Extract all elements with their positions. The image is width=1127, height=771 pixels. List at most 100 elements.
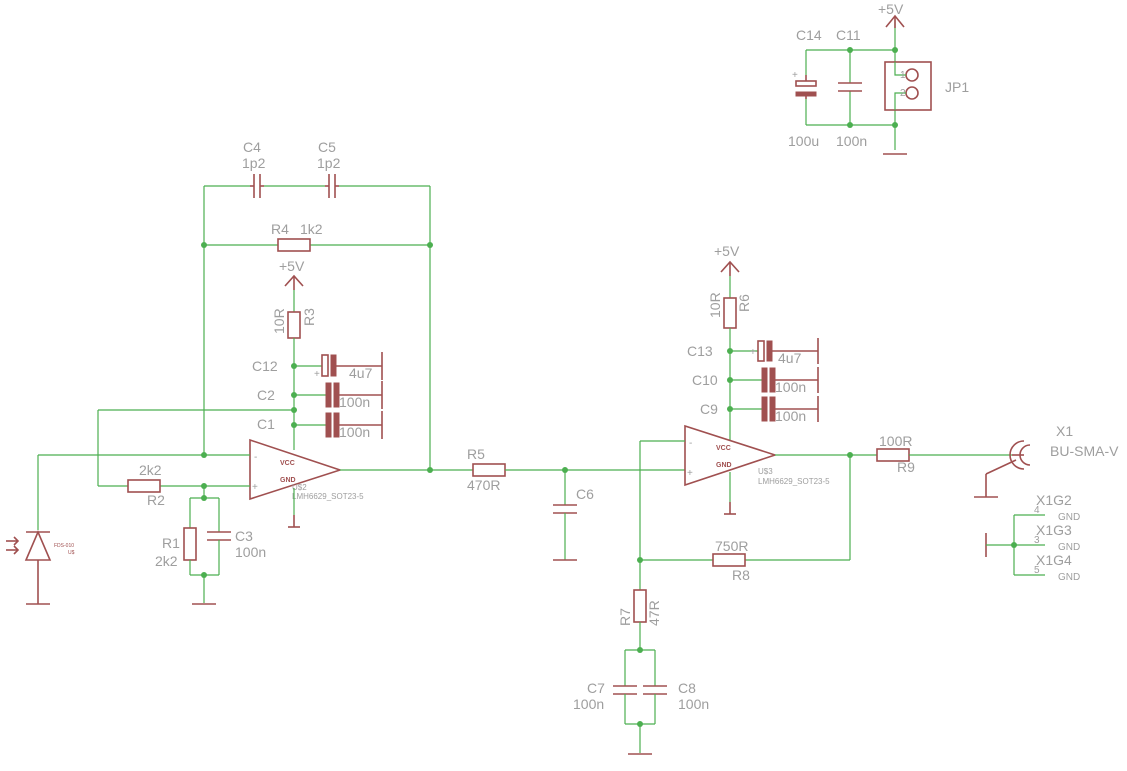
r9-value: 100R <box>879 433 912 449</box>
x1g4-pin: 5 <box>1034 565 1040 576</box>
c10-value: 100n <box>775 379 806 395</box>
x1g4-net: GND <box>1058 572 1080 583</box>
power-label-top: +5V <box>878 1 904 17</box>
u2-name: U$2 <box>292 483 307 492</box>
resistor-icon <box>712 553 746 567</box>
u2-part: LMH6629_SOT23-5 <box>292 492 364 501</box>
jp1-pin2: 2 <box>900 88 906 99</box>
u3-vcc: VCC <box>716 445 731 452</box>
resistor-icon <box>287 311 301 339</box>
capacitor-icon <box>613 685 637 695</box>
x1-name: X1 <box>1056 423 1073 439</box>
capacitor-icon <box>643 685 667 695</box>
stage2-block: +5V 10R R6 + C13 4u7 <box>573 243 877 755</box>
resistor-icon <box>633 589 647 623</box>
capacitor-icon <box>207 531 231 541</box>
r4-value: 1k2 <box>300 221 323 237</box>
power-supply-block: +5V + C14 100u C11 100n 1 2 JP1 <box>788 1 969 155</box>
c3-name: C3 <box>235 528 253 544</box>
r5-value: 470R <box>467 477 500 493</box>
capacitor-icon <box>761 367 819 393</box>
c2-value: 100n <box>339 394 370 410</box>
c8-name: C8 <box>678 680 696 696</box>
x1g3-pin: 3 <box>1034 535 1040 546</box>
u2-vcc: VCC <box>280 460 295 467</box>
resistor-icon <box>183 527 197 561</box>
capacitor-icon <box>325 381 383 409</box>
c9-name: C9 <box>700 401 718 417</box>
c4-value: 1p2 <box>242 155 266 171</box>
power-label-u2: +5V <box>279 258 305 274</box>
vcc-arrow-icon <box>284 274 304 290</box>
c12-name: C12 <box>252 358 278 374</box>
vcc-arrow-icon <box>720 260 740 276</box>
r7-name: R7 <box>617 608 633 626</box>
c11-name: C11 <box>836 27 861 43</box>
opamp-icon <box>249 438 343 501</box>
capacitor-polarized-icon: + <box>314 354 337 380</box>
c5-name: C5 <box>318 139 336 155</box>
capacitor-polarized-icon: + <box>792 70 817 99</box>
c13-value: 4u7 <box>778 350 802 366</box>
resistor-icon <box>723 297 737 329</box>
u3-part: LMH6629_SOT23-5 <box>758 477 830 486</box>
sma-connector-icon <box>974 440 1031 498</box>
capacitor-icon <box>325 411 383 439</box>
vcc-arrow-top-icon <box>885 14 905 28</box>
svg-text:+: + <box>792 70 798 81</box>
c13-name: C13 <box>687 343 713 359</box>
c6-name: C6 <box>576 486 594 502</box>
c7-value: 100n <box>573 696 604 712</box>
c7-name: C7 <box>587 680 605 696</box>
r5-name: R5 <box>467 446 485 462</box>
c5-value: 1p2 <box>317 155 341 171</box>
r8-name: R8 <box>732 567 750 583</box>
r3-name: R3 <box>301 308 317 326</box>
x1g4-name: X1G4 <box>1036 552 1072 568</box>
u3-minus: - <box>689 438 692 449</box>
resistor-icon <box>277 238 311 252</box>
c3-value: 100n <box>235 544 266 560</box>
output-block: 100R R9 X1 BU-SMA-V X1G2 4 GND X1G3 3 GN… <box>876 423 1119 583</box>
capacitor-polarized-icon: + <box>750 340 773 362</box>
r2-name: R2 <box>147 492 165 508</box>
capacitor-icon <box>761 396 819 422</box>
c14-name: C14 <box>796 27 822 43</box>
u3-name: U$3 <box>758 467 773 476</box>
x1g3-name: X1G3 <box>1036 522 1072 538</box>
r4-name: R4 <box>271 221 289 237</box>
photodiode-part: FDS-010 <box>54 543 74 549</box>
power-label-u3: +5V <box>714 243 740 259</box>
r7-value: 47R <box>646 600 662 626</box>
photodiode-label: U$ <box>68 550 75 556</box>
c8-value: 100n <box>678 696 709 712</box>
capacitor-icon <box>250 174 264 198</box>
opamp-icon <box>684 424 778 487</box>
x1-value: BU-SMA-V <box>1050 443 1119 459</box>
resistor-icon <box>127 479 161 493</box>
stage1-block: C4 1p2 C5 1p2 R4 1k2 +5V 10R R3 + <box>6 139 473 605</box>
r8-value: 750R <box>715 538 748 554</box>
x1g2-name: X1G2 <box>1036 492 1072 508</box>
c2-name: C2 <box>257 387 275 403</box>
svg-text:+: + <box>750 347 756 358</box>
c1-value: 100n <box>339 424 370 440</box>
r3-value: 10R <box>271 308 287 334</box>
c10-name: C10 <box>692 372 718 388</box>
r2-value: 2k2 <box>139 462 162 478</box>
u3-gnd: GND <box>716 462 732 469</box>
r9-name: R9 <box>897 459 915 475</box>
jumper-header-icon <box>884 61 932 111</box>
c1-name: C1 <box>257 416 275 432</box>
capacitor-icon <box>553 504 577 514</box>
u2-minus: - <box>254 452 257 463</box>
r6-name: R6 <box>736 294 752 312</box>
c12-value: 4u7 <box>349 365 373 381</box>
r1-name: R1 <box>162 535 180 551</box>
x1g2-pin: 4 <box>1034 505 1040 516</box>
c14-value: 100u <box>788 133 819 149</box>
x1g2-net: GND <box>1058 512 1080 523</box>
r1-value: 2k2 <box>155 553 178 569</box>
c11-value: 100n <box>836 133 867 149</box>
